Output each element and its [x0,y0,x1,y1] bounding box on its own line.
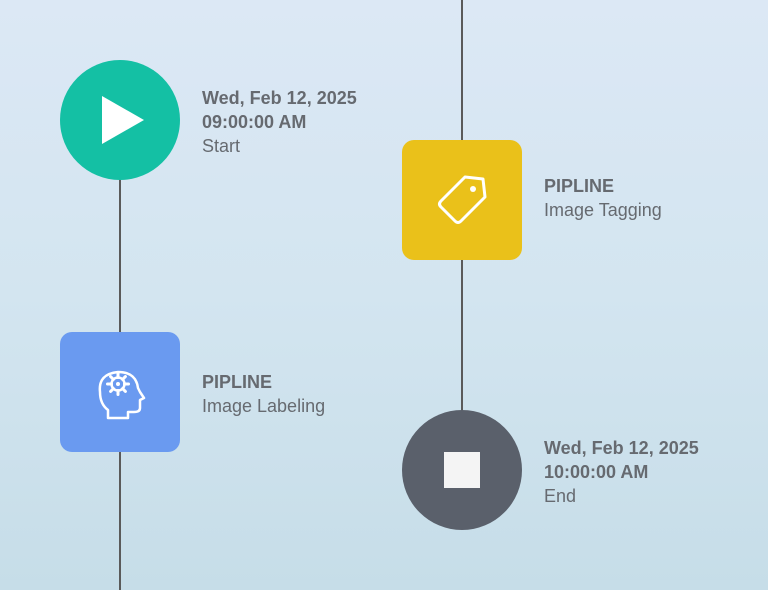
image-tagging-title: PIPLINE [544,176,615,196]
timeline-connector-left [119,178,121,334]
start-text: Start [202,136,241,156]
end-date: Wed, Feb 12, 2025 [544,438,699,458]
image-labeling-node[interactable] [60,332,180,452]
image-tagging-label: PIPLINE Image Tagging [544,174,662,222]
tag-icon [438,175,487,224]
image-labeling-label: PIPLINE Image Labeling [202,370,325,418]
start-node[interactable] [60,60,180,180]
image-tagging-node[interactable] [402,140,522,260]
image-labeling-text: Image Labeling [202,396,326,416]
head-gear-icon [98,370,146,420]
timeline-connector-right [461,258,463,412]
stop-icon [444,452,480,488]
end-label: Wed, Feb 12, 2025 10:00:00 AM End [544,436,699,508]
image-tagging-text: Image Tagging [544,200,662,220]
start-label: Wed, Feb 12, 2025 09:00:00 AM Start [202,86,357,158]
timeline-connector-right-top [461,0,463,142]
end-node[interactable] [402,410,522,530]
play-icon [102,96,144,144]
image-labeling-title: PIPLINE [202,372,273,392]
end-time: 10:00:00 AM [544,462,649,482]
timeline-connector-left-bottom [119,450,121,590]
end-text: End [544,486,577,506]
start-date: Wed, Feb 12, 2025 [202,88,357,108]
start-time: 09:00:00 AM [202,112,307,132]
